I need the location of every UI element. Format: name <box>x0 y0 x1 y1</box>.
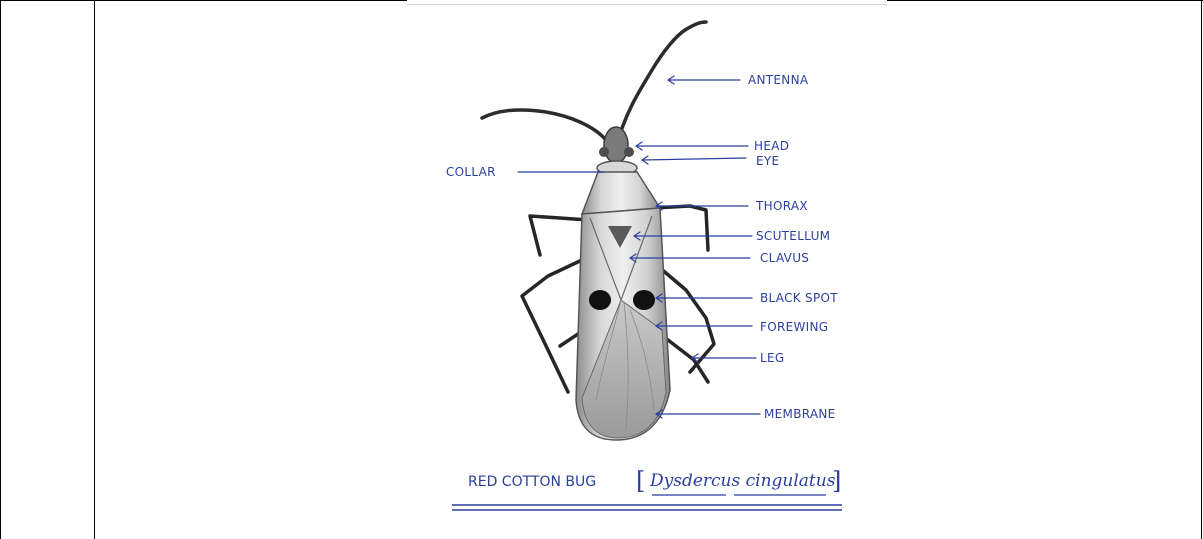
pointer-black-spot <box>656 294 752 302</box>
left-black-spot <box>589 290 611 310</box>
label-eye: EYE <box>756 154 779 168</box>
label-forewing: FOREWING <box>760 320 828 334</box>
caption-common-name: RED COTTON BUG <box>468 474 596 490</box>
label-membrane: MEMBRANE <box>764 407 836 421</box>
label-head: HEAD <box>754 139 789 153</box>
right-black-spot <box>633 290 655 310</box>
label-scutellum: SCUTELLUM <box>756 229 830 243</box>
right-eye <box>624 147 634 157</box>
left-antenna <box>482 110 606 140</box>
caption-close-bracket: ] <box>832 467 841 495</box>
pointer-membrane <box>656 410 760 418</box>
head <box>604 127 628 163</box>
label-black-spot: BLACK SPOT <box>760 291 838 305</box>
pointer-antenna <box>668 76 740 84</box>
pointer-head <box>636 142 748 150</box>
caption: RED COTTON BUG [ Dysdercus cingulatus ] <box>452 467 842 510</box>
left-mid-leg <box>522 260 582 392</box>
body-group <box>576 172 670 440</box>
right-hind-leg <box>668 340 708 382</box>
pointer-forewing <box>656 322 752 330</box>
caption-open-bracket: [ <box>636 467 645 495</box>
antennae <box>482 22 706 140</box>
head-group <box>597 127 637 175</box>
label-antenna: ANTENNA <box>748 73 809 87</box>
caption-scientific-name: Dysdercus cingulatus <box>649 471 836 491</box>
left-eye <box>599 147 609 157</box>
label-collar: COLLAR <box>446 165 496 179</box>
pointer-eye <box>642 156 746 164</box>
pronotum <box>582 172 660 214</box>
left-front-leg <box>530 216 588 255</box>
label-thorax: THORAX <box>755 199 808 213</box>
right-antenna <box>618 22 706 140</box>
label-clavus: CLAVUS <box>760 251 809 265</box>
label-leg: LEG <box>760 351 784 365</box>
